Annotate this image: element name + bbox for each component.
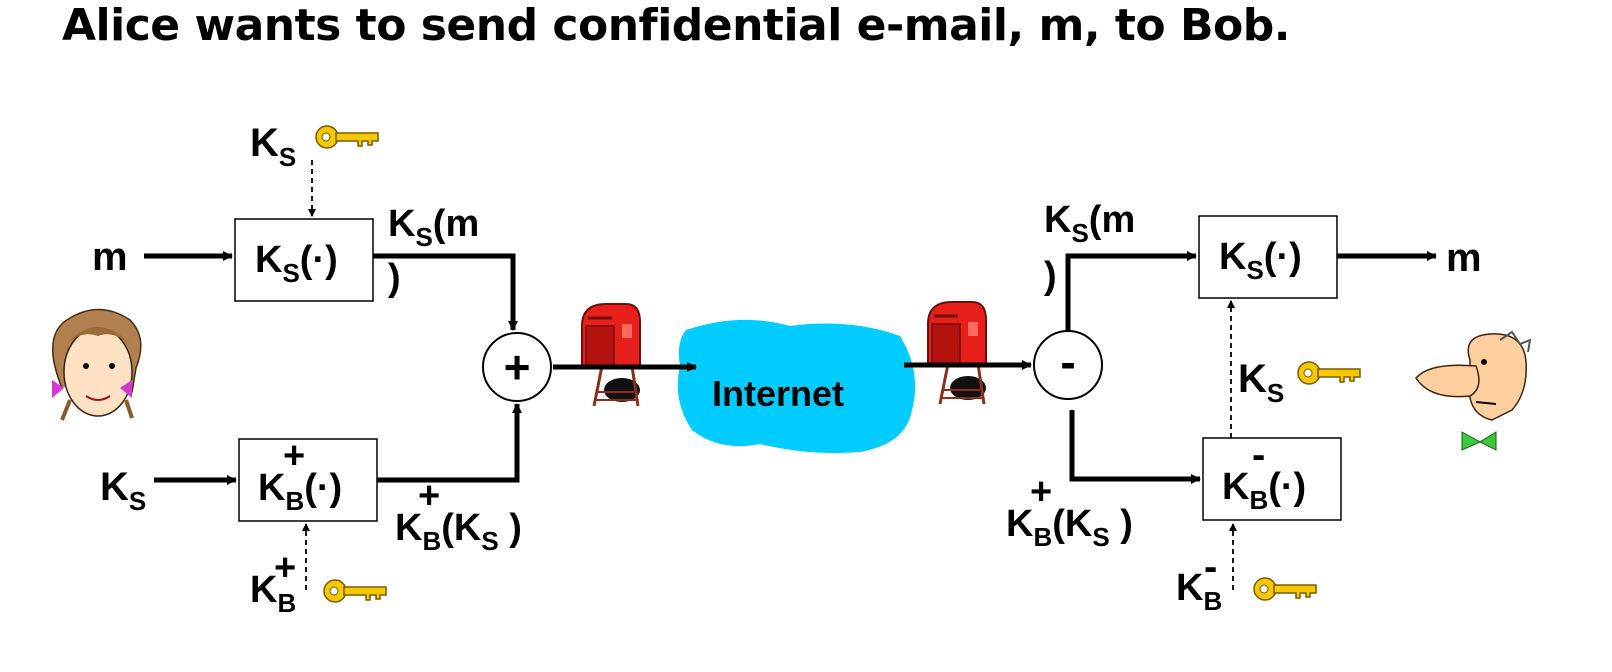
split-symbol: -: [1060, 336, 1075, 388]
session-encrypt-function: KS(·): [255, 239, 338, 288]
key-icon: [1253, 577, 1317, 601]
kb-of-ks-left: KB(KS ): [395, 507, 522, 556]
alice-icon: [51, 308, 142, 421]
key-icon: [323, 579, 387, 603]
network-label: Internet: [712, 373, 844, 414]
private-key-sup: -: [1204, 545, 1217, 589]
page-title: Alice wants to send confidential e-mail,…: [62, 0, 1290, 51]
key-icon: [1297, 361, 1361, 385]
key-icon: [315, 125, 379, 149]
ks-of-m-right-close: ): [1044, 255, 1057, 297]
combine-symbol: +: [504, 341, 531, 393]
split-node: [1033, 330, 1103, 400]
private-decrypt-sup: -: [1252, 433, 1265, 477]
public-key-label: KB: [250, 569, 296, 618]
message-output-label: m: [1446, 236, 1482, 280]
session-key-input-label: KS: [100, 465, 146, 516]
split-to-session-decrypt-arrow: [1065, 251, 1197, 330]
encrypted-message-arrow: [373, 253, 518, 331]
kb-of-ks-left-sup: +: [418, 475, 440, 517]
recovered-session-key-label: KS: [1238, 357, 1284, 408]
kb-of-ks-right: KB(KS ): [1006, 503, 1133, 552]
ks-of-m-left: KS(m: [388, 203, 479, 252]
session-key-encrypt-box: [234, 218, 374, 302]
public-encrypt-function: KB(·): [258, 467, 342, 516]
encrypted-key-arrow: [377, 403, 522, 483]
public-encrypt-sup: +: [283, 435, 305, 477]
mailbox-icon: [926, 300, 988, 406]
session-decrypt-function: KS(·): [1219, 236, 1302, 285]
cloud-icon: [677, 319, 916, 453]
private-key-decrypt-box: [1202, 437, 1342, 521]
kb-of-ks-right-sup: +: [1030, 471, 1052, 513]
message-input-label: m: [92, 235, 128, 279]
split-to-private-decrypt-arrow: [1069, 410, 1201, 484]
ks-of-m-left-close: ): [388, 257, 401, 299]
combine-node: [482, 332, 552, 402]
mailbox-icon: [580, 302, 642, 408]
private-key-label: KB: [1176, 567, 1222, 616]
private-decrypt-function: KB(·): [1222, 466, 1306, 515]
public-key-sup: +: [274, 547, 296, 589]
session-key-decrypt-box: [1198, 215, 1338, 299]
session-key-label: KS: [250, 121, 296, 172]
bob-icon: [1415, 330, 1532, 451]
ks-of-m-right: KS(m: [1044, 199, 1135, 248]
